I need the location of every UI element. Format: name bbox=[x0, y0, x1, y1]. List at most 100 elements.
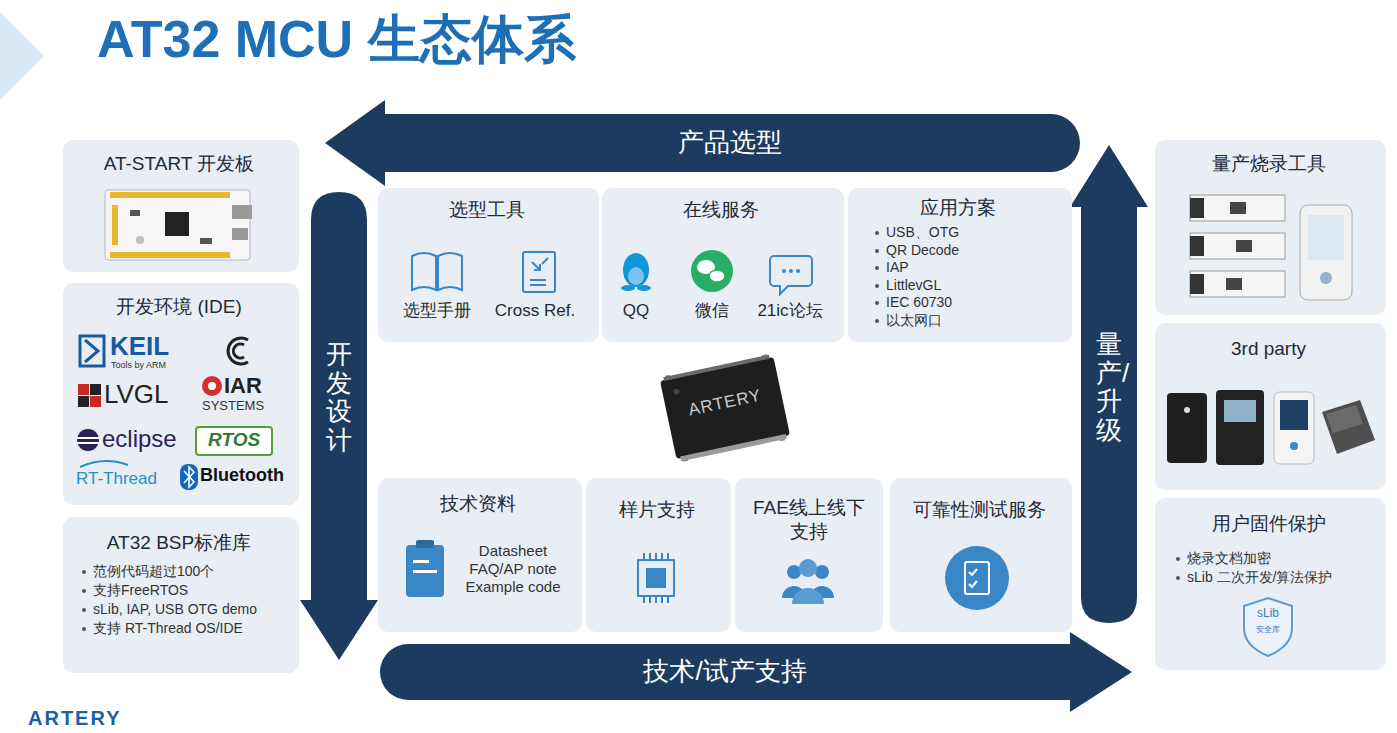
panel-box: 3rd party bbox=[1155, 323, 1386, 490]
icon-caption: 21ic论坛 bbox=[743, 300, 837, 321]
security-shield-icon bbox=[1244, 598, 1292, 656]
box-heading: 样片支持 bbox=[586, 498, 727, 522]
rt-thread-logo-arc bbox=[80, 461, 128, 467]
cycle-arrow-band: 技术/试产支持 bbox=[380, 632, 1132, 712]
cross-reference-icon bbox=[532, 258, 548, 270]
programmer-photos bbox=[1236, 240, 1252, 252]
programmer-photos bbox=[1320, 272, 1332, 284]
dev-board-photo bbox=[200, 238, 212, 244]
lvgl-logo-icon bbox=[90, 396, 101, 407]
bullet-item: 以太网口 bbox=[886, 312, 1060, 329]
wechat-icon bbox=[709, 270, 725, 282]
keil-logo-icon bbox=[80, 336, 104, 366]
bullet-item: 范例代码超过100个 bbox=[93, 563, 289, 580]
programmer-photos bbox=[1190, 274, 1204, 294]
shield-text: sLib bbox=[1248, 607, 1288, 620]
third-party-device-photos bbox=[1167, 393, 1207, 463]
forum-chat-icon bbox=[770, 256, 812, 294]
qq-icon bbox=[621, 253, 651, 291]
programmer-photos bbox=[1230, 202, 1246, 214]
bullet-item: sLib 二次开发/算法保护 bbox=[1187, 569, 1377, 586]
band-label: 量产/升级 bbox=[1096, 330, 1122, 444]
icon-caption: 微信 bbox=[682, 300, 742, 321]
keil-logo-icon bbox=[85, 340, 98, 362]
people-icon bbox=[787, 565, 801, 579]
rtos-logo-frame bbox=[196, 427, 272, 455]
box-heading: 技术资料 bbox=[378, 492, 578, 516]
corner-triangle bbox=[0, 12, 44, 100]
logo-tagline: SYSTEMS bbox=[202, 399, 264, 413]
test-service-icon bbox=[965, 562, 989, 594]
icon-caption: 选型手册 bbox=[395, 300, 479, 321]
programmer-photos bbox=[1190, 236, 1204, 256]
panel-box: 量产烧录工具 bbox=[1155, 140, 1386, 315]
clipboard-icon bbox=[406, 545, 444, 597]
programmer-photos bbox=[1308, 215, 1344, 260]
mcu-chip-picture bbox=[659, 353, 791, 463]
cross-reference-icon bbox=[523, 252, 555, 292]
third-party-device-photos bbox=[1274, 392, 1314, 464]
qq-icon bbox=[623, 253, 649, 287]
iar-logo-icon bbox=[202, 376, 222, 396]
logo-text: RT-Thread bbox=[76, 470, 157, 488]
mcu-chip-picture bbox=[665, 375, 688, 462]
box-heading: 应用方案 bbox=[848, 196, 1068, 220]
security-shield-icon bbox=[1244, 598, 1292, 656]
band-label: 技术/试产支持 bbox=[630, 655, 820, 688]
band-label: 开发设计 bbox=[326, 340, 352, 454]
box-heading: 用户固件保护 bbox=[1155, 512, 1382, 536]
service-card: FAE线上线下支持 bbox=[735, 478, 883, 632]
logo-text: LVGL bbox=[104, 381, 169, 408]
third-party-device-photos bbox=[1280, 400, 1308, 430]
bullet-item: IAP bbox=[886, 259, 1060, 276]
service-card: 应用方案USB、OTGQR DecodeIAPLittlevGLIEC 6073… bbox=[848, 188, 1072, 342]
footer-logo: ARTERY bbox=[28, 708, 121, 729]
logo-text: IAR bbox=[224, 374, 262, 397]
dev-board-photo bbox=[232, 205, 252, 219]
panel-box: AT32 BSP标准库范例代码超过100个支持FreeRTOSsLib, IAP… bbox=[63, 517, 299, 673]
dev-board-photo bbox=[110, 252, 230, 258]
rtos-logo-frame bbox=[196, 427, 272, 455]
people-icon bbox=[799, 559, 817, 577]
bullet-item: sLib, IAP, USB OTG demo bbox=[93, 601, 289, 618]
test-service-icon bbox=[945, 546, 1009, 610]
sample-chip-icon bbox=[638, 560, 674, 596]
forum-chat-icon bbox=[796, 269, 800, 273]
cross-reference-icon bbox=[530, 280, 546, 285]
bullet-item: QR Decode bbox=[886, 242, 1060, 259]
bullet-item: 支持 RT-Thread OS/IDE bbox=[93, 620, 289, 637]
dev-board-photo bbox=[130, 210, 140, 216]
people-icon bbox=[815, 565, 829, 579]
third-party-device-photos bbox=[1167, 390, 1375, 465]
bullet-item: USB、OTG bbox=[886, 224, 1060, 241]
iar-logo-icon bbox=[202, 376, 222, 396]
wechat-icon bbox=[697, 260, 715, 274]
dev-board-photo bbox=[105, 190, 252, 260]
dev-board-photo bbox=[165, 212, 189, 236]
bullet-item: 支持FreeRTOS bbox=[93, 582, 289, 599]
people-icon bbox=[810, 586, 834, 598]
box-heading: 开发环境 (IDE) bbox=[63, 295, 295, 319]
programmer-photos bbox=[1226, 278, 1242, 290]
box-heading: 量产烧录工具 bbox=[1155, 152, 1382, 176]
test-service-icon bbox=[969, 569, 977, 587]
panel-box: 用户固件保护烧录文档加密sLib 二次开发/算法保护 bbox=[1155, 498, 1386, 670]
clipboard-icon bbox=[416, 540, 434, 548]
box-heading: FAE线上线下支持 bbox=[746, 496, 872, 544]
spiral-logo bbox=[228, 338, 248, 364]
bullet-item: IEC 60730 bbox=[886, 294, 1060, 311]
dev-board-photo bbox=[110, 192, 230, 198]
clipboard-icon bbox=[406, 540, 444, 597]
panel-box: AT-START 开发板 bbox=[63, 140, 299, 272]
clipboard-icon bbox=[413, 560, 429, 563]
manual-book-icon bbox=[438, 253, 462, 290]
dev-board-photo bbox=[112, 205, 118, 245]
forum-chat-icon bbox=[770, 256, 812, 294]
band-arrow-outline bbox=[1070, 145, 1148, 623]
iar-logo-icon bbox=[208, 382, 216, 390]
cross-reference-icon bbox=[523, 252, 555, 292]
sample-chip-icon bbox=[638, 553, 674, 603]
programmer-photos bbox=[1190, 233, 1285, 259]
forum-chat-icon bbox=[789, 269, 793, 273]
